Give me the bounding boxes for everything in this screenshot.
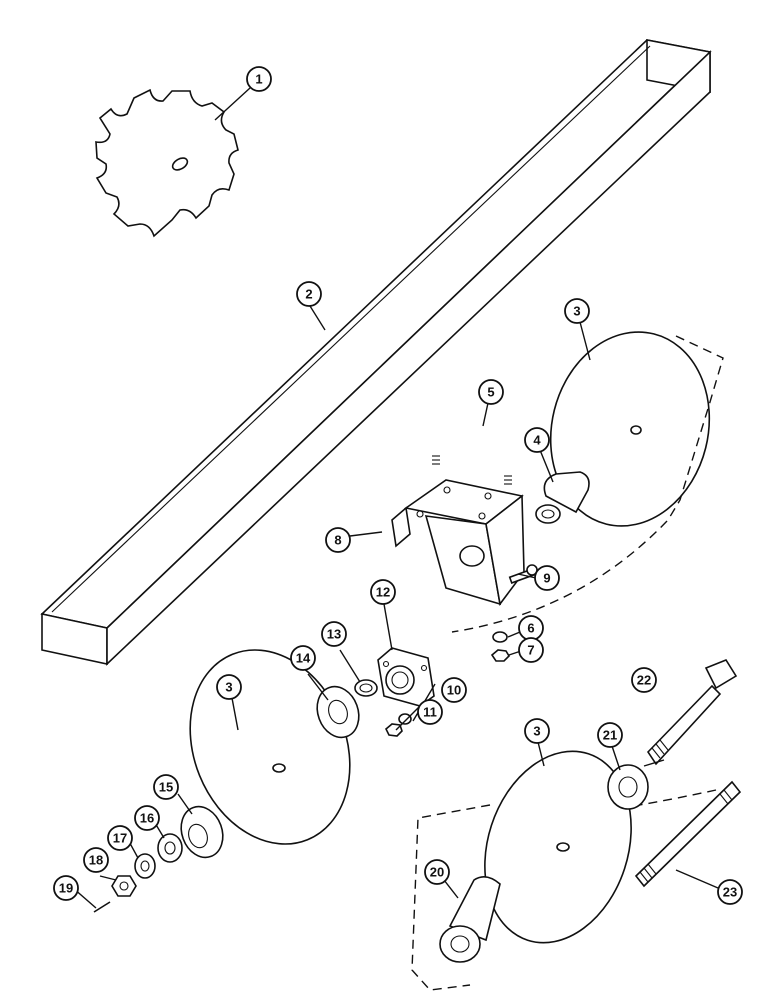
- callout-21-label: 21: [603, 728, 617, 743]
- callout-17: 17: [107, 825, 133, 851]
- retainer-ring-part: [354, 679, 378, 697]
- square-beam-part: [40, 39, 712, 666]
- callout-13-label: 13: [327, 627, 341, 642]
- small-washer-part: [398, 713, 412, 725]
- assembly-guide-lower: [411, 789, 717, 991]
- disc-blade-upper: [549, 331, 711, 527]
- u-bolt-part: [432, 422, 512, 486]
- callout-3c-label: 3: [533, 724, 540, 739]
- callout-19: 19: [53, 875, 79, 901]
- callout-2: 2: [296, 281, 322, 307]
- callout-9-label: 9: [543, 571, 550, 586]
- callout-7: 7: [518, 637, 544, 663]
- notched-disc-part: [95, 88, 239, 238]
- callout-17-label: 17: [113, 831, 127, 846]
- mounting-bracket-part: [391, 479, 525, 606]
- callout-3b-label: 3: [225, 680, 232, 695]
- spool-spacer-part: [439, 876, 501, 963]
- spacer-washer-part: [134, 853, 156, 879]
- callout-23-label: 23: [723, 885, 737, 900]
- callout-10-label: 10: [447, 683, 461, 698]
- flat-washer-part: [157, 833, 183, 863]
- callout-15: 15: [153, 774, 179, 800]
- callout-20-label: 20: [430, 865, 444, 880]
- callout-9: 9: [534, 565, 560, 591]
- callout-6: 6: [518, 615, 544, 641]
- callout-19-label: 19: [59, 881, 73, 896]
- lock-washer-part: [492, 631, 508, 643]
- callout-4-label: 4: [533, 433, 541, 448]
- callout-3c: 3: [524, 718, 550, 744]
- callout-4: 4: [524, 427, 550, 453]
- assembly-guide-upper: [451, 335, 724, 633]
- callout-5-label: 5: [487, 385, 494, 400]
- callout-13: 13: [321, 621, 347, 647]
- callout-8-label: 8: [334, 533, 341, 548]
- callout-15-label: 15: [159, 780, 173, 795]
- small-nut-part: [385, 723, 403, 737]
- callout-12-label: 12: [376, 585, 390, 600]
- callout-20: 20: [424, 859, 450, 885]
- callout-12: 12: [370, 579, 396, 605]
- castle-nut-part: [111, 875, 137, 897]
- spool-part: [535, 471, 590, 524]
- bolt-part: [508, 564, 538, 584]
- square-head-bolt-part: [646, 659, 738, 766]
- hex-nut-part: [490, 649, 511, 662]
- callout-22-label: 22: [637, 673, 651, 688]
- callout-1-label: 1: [255, 72, 262, 87]
- callout-21: 21: [597, 722, 623, 748]
- callout-3b: 3: [216, 674, 242, 700]
- callout-18: 18: [83, 847, 109, 873]
- callout-14: 14: [290, 645, 316, 671]
- bearing-flange-part: [377, 647, 435, 707]
- callout-16: 16: [134, 805, 160, 831]
- callout-5: 5: [478, 379, 504, 405]
- callout-16-label: 16: [140, 811, 154, 826]
- bearing-part: [607, 764, 649, 810]
- callout-3a-label: 3: [573, 304, 580, 319]
- callout-1: 1: [246, 66, 272, 92]
- outer-hub-part: [180, 805, 224, 859]
- callout-6-label: 6: [527, 621, 534, 636]
- callout-2-label: 2: [305, 287, 312, 302]
- callout-7-label: 7: [527, 643, 534, 658]
- callout-18-label: 18: [89, 853, 103, 868]
- callout-11-label: 11: [423, 705, 437, 720]
- cotter-pin-part: [93, 901, 111, 913]
- threaded-rod-part: [634, 780, 742, 888]
- callout-8: 8: [325, 527, 351, 553]
- callout-14-label: 14: [296, 651, 311, 666]
- callout-22: 22: [631, 667, 657, 693]
- callout-11: 11: [417, 699, 443, 725]
- disc-blade-lower: [484, 750, 632, 944]
- callout-10: 10: [441, 677, 467, 703]
- callout-23: 23: [717, 879, 743, 905]
- callout-3a: 3: [564, 298, 590, 324]
